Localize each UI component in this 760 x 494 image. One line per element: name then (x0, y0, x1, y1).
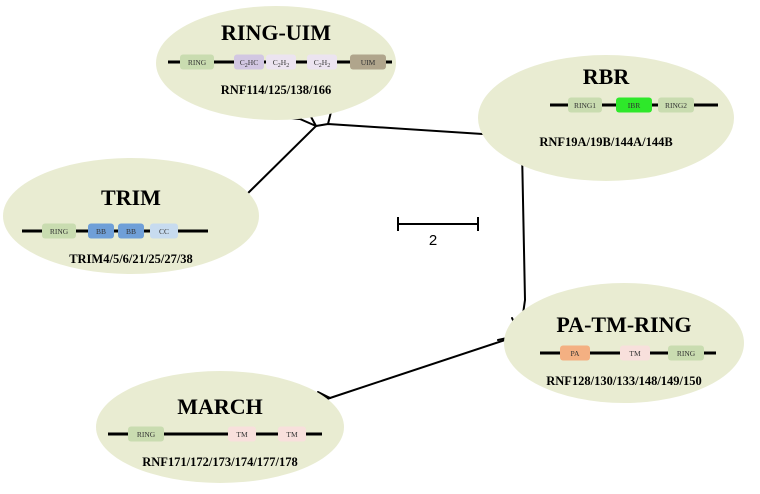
domain-box (118, 223, 144, 239)
family-ellipse (3, 158, 259, 274)
family-title: TRIM (101, 185, 161, 210)
tree-backbone-ring-uim-trim (240, 125, 317, 201)
domain-label: BB (126, 227, 136, 236)
family-title: RBR (583, 64, 631, 89)
domain-box (350, 54, 386, 70)
tree-backbone-rbr-pa (519, 149, 526, 336)
domain-label: C2H2 (273, 58, 289, 69)
domain-ring: RING (128, 426, 164, 442)
domain-box (180, 54, 214, 70)
domain-box (234, 54, 264, 70)
domain-label: C2HC (240, 58, 258, 69)
domain-c2h2: C2H2 (266, 54, 296, 70)
domain-c2hc: C2HC (234, 54, 264, 70)
family-title: RING-UIM (221, 20, 331, 45)
domain-box (42, 223, 76, 239)
domain-ibr: IBR (616, 97, 652, 113)
domain-ring: RING (42, 223, 76, 239)
domain-ring: RING (668, 345, 704, 361)
family-members: RNF19A/19B/144A/144B (539, 135, 672, 149)
domain-label: RING (137, 430, 156, 439)
family-ellipse (478, 55, 734, 181)
domain-uim: UIM (350, 54, 386, 70)
domain-tm: TM (278, 426, 306, 442)
domain-bb: BB (118, 223, 144, 239)
scale-bar-label: 2 (429, 232, 437, 249)
family-pa-tm-ring: PA-TM-RING PA TM RING RNF128/130/133/148/149… (504, 283, 744, 403)
domain-label: C2H2 (314, 58, 330, 69)
domain-label: BB (96, 227, 106, 236)
domain-label: RING2 (665, 101, 687, 110)
domain-ring1: RING1 (568, 97, 602, 113)
domain-box (150, 223, 178, 239)
scale-bar (397, 217, 479, 231)
family-march: MARCH RING TM TM RNF171/172/173/174/177/178 (96, 371, 344, 483)
family-members: RNF114/125/138/166 (221, 83, 331, 97)
family-title: MARCH (177, 394, 263, 419)
family-members: TRIM4/5/6/21/25/27/38 (69, 252, 193, 266)
family-members: RNF171/172/173/174/177/178 (142, 455, 298, 469)
domain-box (620, 345, 650, 361)
domain-label: IBR (628, 101, 641, 110)
domain-label: TM (236, 430, 248, 439)
domain-label: UIM (361, 58, 376, 67)
domain-tm: TM (620, 345, 650, 361)
domain-box (228, 426, 256, 442)
domain-bb: BB (88, 223, 114, 239)
family-groups: RING-UIM RING C2HC C2H2 C2H2 UIM RNF114/125/13… (3, 6, 744, 483)
domain-cc: CC (150, 223, 178, 239)
family-members: RNF128/130/133/148/149/150 (546, 374, 702, 388)
domain-label: TM (286, 430, 298, 439)
domain-box (88, 223, 114, 239)
domain-box (128, 426, 164, 442)
family-title: PA-TM-RING (556, 312, 691, 337)
domain-label: RING (50, 227, 69, 236)
domain-label: PA (571, 349, 580, 358)
domain-label: TM (629, 349, 641, 358)
domain-c2h2: C2H2 (307, 54, 337, 70)
domain-label: RING1 (574, 101, 596, 110)
family-ellipse (504, 283, 744, 403)
domain-pa: PA (560, 345, 590, 361)
family-ring-uim: RING-UIM RING C2HC C2H2 C2H2 UIM RNF114/125/13… (156, 6, 396, 120)
domain-box (668, 345, 704, 361)
domain-label: CC (159, 227, 169, 236)
domain-box (560, 345, 590, 361)
domain-box (278, 426, 306, 442)
domain-box (616, 97, 652, 113)
family-trim: TRIM RING BB BB CC TRIM4/5/6/21/25/27/38 (3, 158, 259, 274)
domain-box (307, 54, 337, 70)
family-ellipse (96, 371, 344, 483)
tree-backbone-pa-march (329, 334, 521, 399)
domain-label: RING (188, 58, 207, 67)
domain-tm: TM (228, 426, 256, 442)
domain-label: RING (677, 349, 696, 358)
domain-ring: RING (180, 54, 214, 70)
domain-box (568, 97, 602, 113)
domain-ring2: RING2 (658, 97, 694, 113)
domain-box (658, 97, 694, 113)
domain-box (266, 54, 296, 70)
